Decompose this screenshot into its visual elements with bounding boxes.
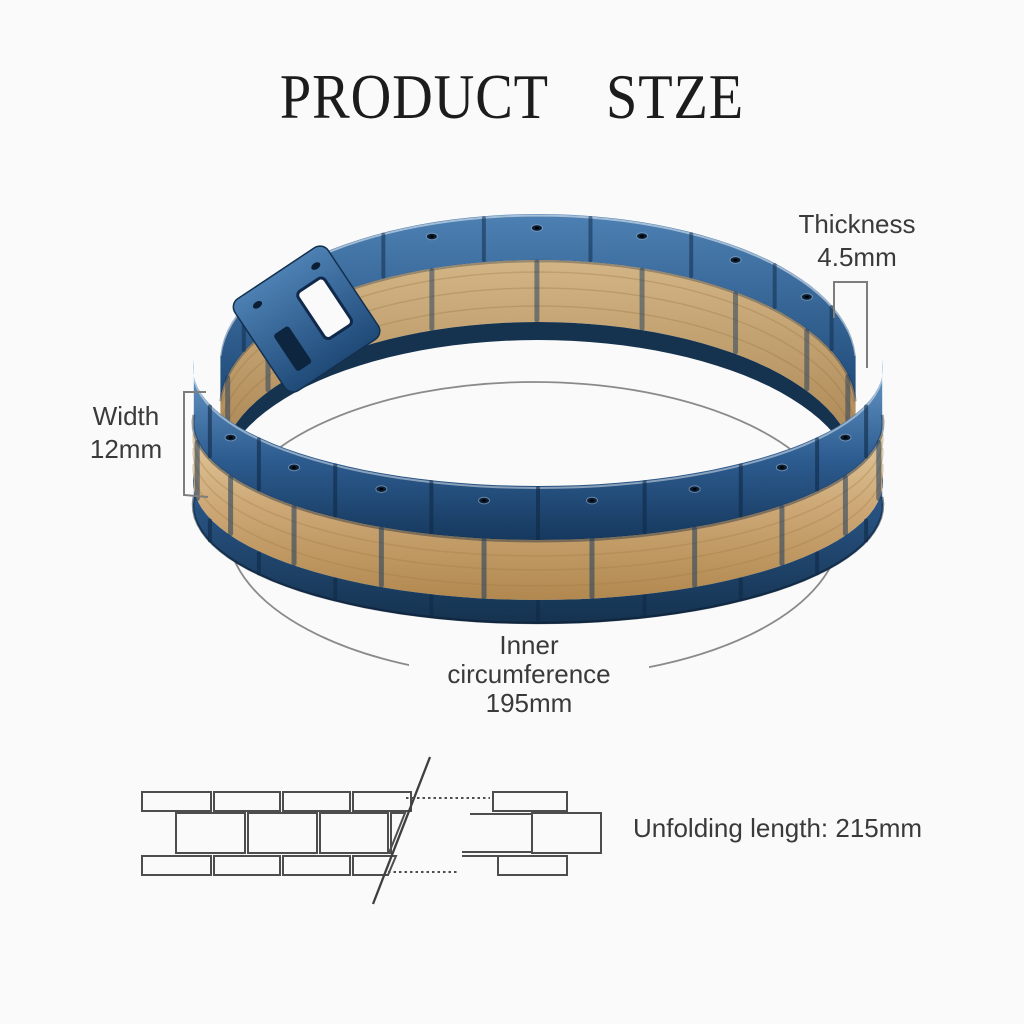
width-bracket [183,391,209,498]
thickness-label: Thickness [798,209,916,239]
thickness-value: 4.5mm [817,242,897,272]
bracelet-front-band [191,359,885,625]
unfolded-diagram [141,756,602,905]
thickness-bracket [833,281,868,368]
inner-circumference-line2: circumference [447,659,611,689]
inner-circumference-line1: Inner [499,630,559,660]
width-annotation: Width 12mm [64,400,188,466]
page-title: PRODUCT STZE [279,61,745,132]
thickness-annotation: Thickness 4.5mm [782,208,932,274]
bracelet-back-band [219,214,857,481]
bracelet-clasp [232,245,381,393]
width-value: 12mm [89,434,163,464]
unfolding-length-annotation: Unfolding length: 215mm [633,813,923,843]
inner-circumference-line3: 195mm [485,688,573,718]
inner-circumference-annotation: Inner circumference 195mm [409,629,649,722]
width-label: Width [92,401,160,431]
